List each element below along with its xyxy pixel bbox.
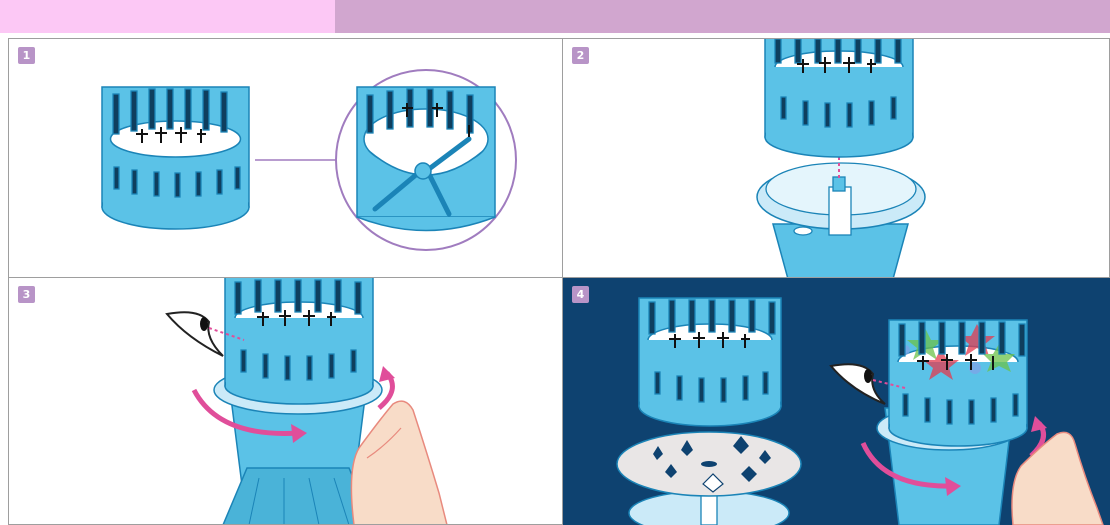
step-2-illustration xyxy=(563,39,1110,278)
zoetrope-drum-right xyxy=(877,320,1027,525)
header-bar-left xyxy=(0,0,335,33)
base-stand xyxy=(757,163,925,278)
step-1-illustration xyxy=(9,39,563,278)
step-1-badge: 1 xyxy=(18,47,35,64)
step-4-badge: 4 xyxy=(572,286,589,303)
step-3-panel: 3 xyxy=(8,278,563,525)
eye-icon xyxy=(831,364,885,404)
magnified-detail xyxy=(336,70,516,250)
hand xyxy=(351,401,447,525)
step-2-panel: 2 xyxy=(563,38,1110,278)
header-bar-right xyxy=(335,0,1110,33)
zoetrope-drum-left xyxy=(639,298,781,426)
header-bar xyxy=(0,0,1110,33)
hand xyxy=(1012,432,1103,525)
eye-icon xyxy=(167,312,223,356)
step-3-badge: 3 xyxy=(18,286,35,303)
zoetrope-drum xyxy=(225,278,373,404)
step-2-badge: 2 xyxy=(572,47,589,64)
star-filter-disc xyxy=(617,432,801,496)
step-3-illustration xyxy=(9,278,563,525)
step-4-panel: 4 xyxy=(563,278,1110,525)
zoetrope-drum xyxy=(765,39,913,157)
step-4-illustration xyxy=(563,278,1110,525)
zoetrope-drum xyxy=(102,87,249,229)
step-1-panel: 1 xyxy=(8,38,563,278)
